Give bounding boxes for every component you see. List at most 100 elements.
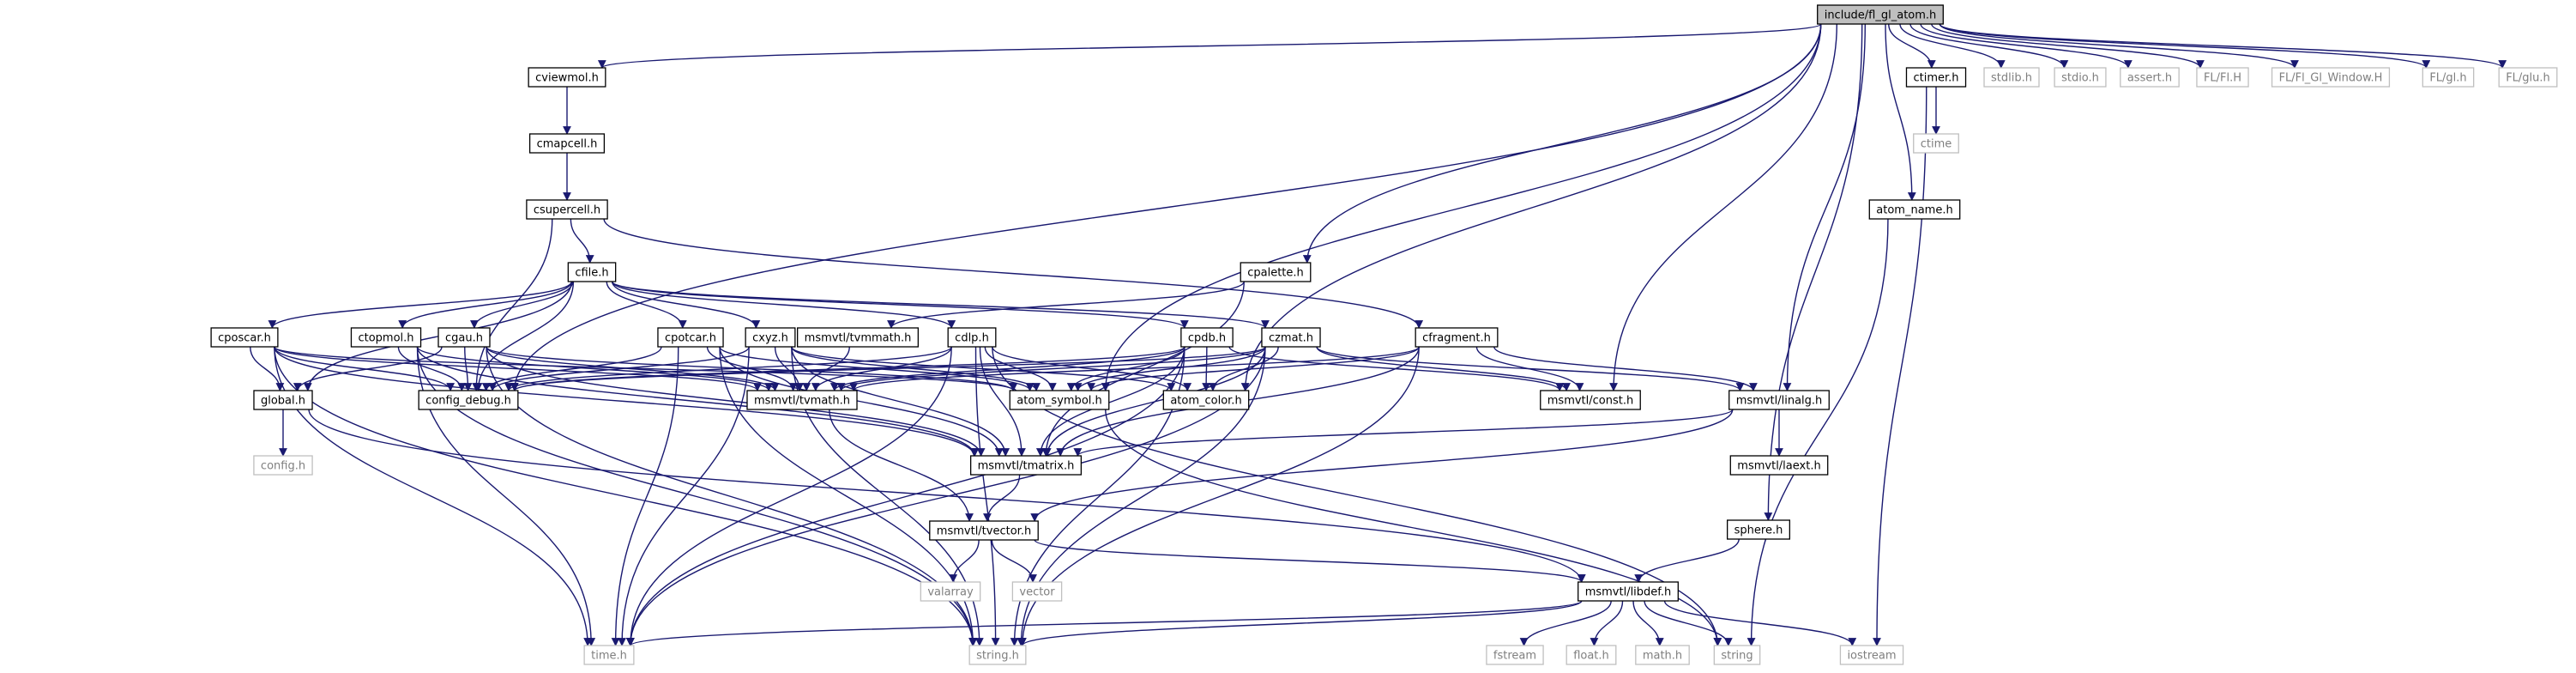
edge-libdef-to-floath — [1590, 600, 1624, 646]
edge-cpalette-to-tvmmath — [887, 281, 1245, 329]
node-csupercell[interactable]: csupercell.h — [526, 199, 608, 220]
edge-root-to-atom_color — [1240, 23, 1822, 391]
node-box — [968, 645, 1027, 665]
edge-cpdb-to-tmatrix — [1036, 346, 1185, 457]
node-box — [2054, 67, 2107, 88]
node-box — [1983, 67, 2040, 88]
edge-sphere-to-libdef — [1634, 538, 1740, 583]
edge-czmat-to-config_debug — [510, 346, 1266, 391]
node-czmat[interactable]: czmat.h — [1261, 327, 1321, 348]
node-box — [929, 520, 1039, 541]
edge-tvector-to-valarray — [949, 539, 980, 583]
node-label: cpalette.h — [1247, 267, 1304, 280]
node-atom_symbol[interactable]: atom_symbol.h — [1009, 390, 1110, 410]
node-box — [1009, 390, 1110, 410]
node-root[interactable]: include/fl_gl_atom.h — [1817, 4, 1944, 25]
edge-atom_symbol-to-string — [1105, 409, 1722, 646]
node-atom_color[interactable]: atom_color.h — [1162, 390, 1250, 410]
node-box — [947, 327, 997, 348]
node-tvector[interactable]: msmvtl/tvector.h — [929, 520, 1039, 541]
edge-cpotcar-to-tmatrix — [719, 346, 1004, 457]
node-box — [1726, 519, 1791, 540]
node-label: ctimer.h — [1913, 72, 1958, 85]
node-assert: assert.h — [2120, 67, 2180, 88]
node-cfile[interactable]: cfile.h — [567, 262, 617, 282]
node-box — [1635, 645, 1690, 665]
node-label: stdio.h — [2061, 72, 2099, 85]
node-config_debug[interactable]: config_debug.h — [418, 390, 519, 410]
edge-cdlp-to-atom_color — [992, 346, 1191, 391]
node-ctopmol[interactable]: ctopmol.h — [350, 327, 422, 348]
node-tmatrix[interactable]: msmvtl/tmatrix.h — [969, 455, 1083, 476]
edge-cfile-to-cpotcar — [606, 281, 687, 329]
node-const[interactable]: msmvtl/const.h — [1540, 390, 1641, 410]
node-box — [567, 262, 617, 282]
node-box — [745, 327, 796, 348]
edge-cpalette-to-tmatrix — [1041, 281, 1245, 457]
edge-root-to-gluh — [1939, 23, 2507, 69]
node-box — [2120, 67, 2180, 88]
edge-cfile-to-cpdb — [611, 281, 1189, 329]
edges-layer — [250, 23, 2507, 646]
node-cgau[interactable]: cgau.h — [437, 327, 491, 348]
node-tvmath[interactable]: msmvtl/tvmath.h — [746, 390, 858, 410]
node-cxyz[interactable]: cxyz.h — [745, 327, 796, 348]
node-label: cfragment.h — [1422, 332, 1491, 345]
node-libdef[interactable]: msmvtl/libdef.h — [1578, 581, 1679, 602]
node-cposcar[interactable]: cposcar.h — [210, 327, 279, 348]
node-sphere[interactable]: sphere.h — [1726, 519, 1791, 540]
edge-root-to-flglwin — [1939, 23, 2299, 69]
node-label: msmvtl/tvector.h — [937, 525, 1031, 538]
node-ctimer[interactable]: ctimer.h — [1905, 67, 1967, 88]
node-label: cviewmol.h — [535, 72, 599, 85]
edge-libdef-to-iostream — [1663, 600, 1857, 646]
edge-cdlp-to-config_debug — [504, 346, 952, 391]
node-cviewmol[interactable]: cviewmol.h — [528, 67, 606, 88]
node-cpalette[interactable]: cpalette.h — [1240, 262, 1312, 282]
edge-root-to-atom_symbol — [1101, 23, 1822, 391]
node-cdlp[interactable]: cdlp.h — [947, 327, 997, 348]
edge-root-to-assert — [1920, 23, 2133, 69]
node-atom_name[interactable]: atom_name.h — [1868, 199, 1961, 220]
node-label: cpotcar.h — [665, 332, 716, 345]
node-box — [2196, 67, 2249, 88]
node-label: global.h — [261, 395, 305, 408]
node-cfragment[interactable]: cfragment.h — [1415, 327, 1499, 348]
edge-libdef-to-stringh — [1018, 600, 1583, 646]
node-tvmmath[interactable]: msmvtl/tvmmath.h — [797, 327, 919, 348]
edge-libdef-to-fstream — [1519, 600, 1612, 646]
edge-cpdb-to-atom_color — [1202, 346, 1210, 391]
edge-cfile-to-cxyz — [611, 281, 761, 329]
node-linalg[interactable]: msmvtl/linalg.h — [1728, 390, 1830, 410]
node-label: sphere.h — [1734, 524, 1783, 537]
node-global[interactable]: global.h — [253, 390, 313, 410]
node-box — [1261, 327, 1321, 348]
edge-cfile-to-config_debug — [474, 281, 575, 391]
edge-cdlp-to-time — [625, 346, 952, 646]
node-label: config.h — [261, 460, 305, 473]
node-cpdb[interactable]: cpdb.h — [1180, 327, 1234, 348]
node-box — [1486, 645, 1544, 665]
node-label: FL/Fl.H — [2204, 72, 2241, 85]
edge-tvector-to-vector — [991, 539, 1037, 583]
node-label: assert.h — [2127, 72, 2172, 85]
node-label: stdlib.h — [1991, 72, 2032, 85]
edge-ctopmol-to-tmatrix — [416, 346, 980, 457]
node-cpotcar[interactable]: cpotcar.h — [657, 327, 724, 348]
edge-linalg-to-tmatrix — [1073, 409, 1734, 457]
node-label: valarray — [927, 586, 974, 599]
node-cmapcell[interactable]: cmapcell.h — [528, 133, 606, 154]
node-box — [526, 199, 608, 220]
node-laext[interactable]: msmvtl/laext.h — [1729, 455, 1829, 476]
edge-cfile-to-cgau — [470, 281, 574, 329]
edge-cxyz-to-atom_symbol — [791, 346, 1041, 391]
node-box — [1540, 390, 1641, 410]
node-label: FL/Fl_Gl_Window.H — [2279, 72, 2383, 85]
node-box — [1713, 645, 1761, 665]
node-box — [350, 327, 422, 348]
node-box — [657, 327, 724, 348]
node-label: msmvtl/tvmath.h — [754, 395, 850, 408]
node-label: time.h — [591, 650, 627, 663]
edge-ctimer-to-iostream — [1873, 86, 1927, 646]
node-label: msmvtl/const.h — [1547, 395, 1633, 408]
